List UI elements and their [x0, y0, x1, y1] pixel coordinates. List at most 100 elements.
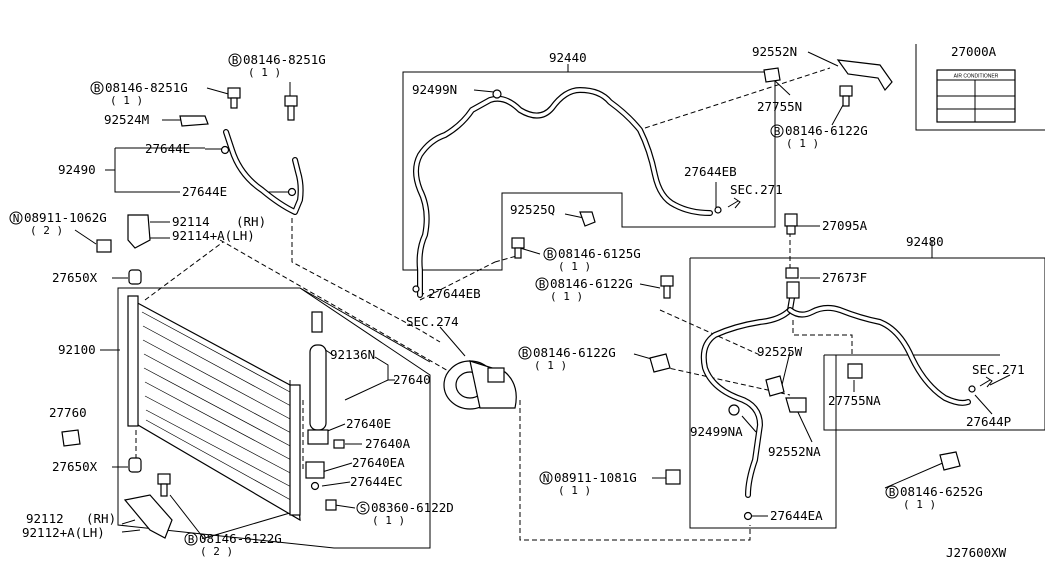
qty-08146-6252G: ( 1 )	[903, 498, 936, 511]
bolt-prefix-icon	[90, 81, 104, 95]
label-92524M: 92524M	[104, 112, 149, 127]
label-92100: 92100	[58, 342, 96, 357]
leader-27640EA	[321, 462, 353, 473]
receiver-tank-27640	[305, 311, 345, 511]
o-ring-27644E-a	[220, 145, 230, 155]
o-ring-27644EB-b	[412, 285, 420, 293]
qty-08146-8251G-b: ( 1 )	[248, 66, 281, 79]
leader-compressor-27644EA	[519, 400, 751, 541]
label-27644E-b: 27644E	[182, 184, 227, 199]
sub-frame	[823, 355, 990, 431]
leader-92490-to-compressor	[291, 218, 441, 343]
leader-27644EC	[321, 481, 351, 487]
label-sec271-b: SEC.271	[972, 362, 1025, 377]
clip-27755N	[763, 67, 781, 83]
frames	[117, 44, 1045, 549]
label-92490: 92490	[58, 162, 96, 177]
compressor	[443, 360, 517, 410]
diagram-id: J27600XW	[946, 545, 1007, 560]
bolt-08146-6122G-d-part	[649, 353, 671, 373]
label-92112A: 92112+A(LH)	[22, 525, 105, 540]
clip-92524M	[179, 115, 209, 127]
svg-text:N: N	[13, 212, 20, 225]
bracket-92114	[127, 214, 151, 249]
leader-27644P	[974, 394, 993, 415]
o-ring-27644P	[968, 385, 976, 393]
leader-6122G-b	[169, 494, 206, 541]
label-27640EA: 27640EA	[352, 455, 405, 470]
bolt-08146-6122G-b-part	[157, 473, 171, 497]
leader-08360	[334, 504, 356, 509]
svg-text:B: B	[889, 486, 896, 499]
label-92114-rh: (RH)	[236, 214, 266, 229]
label-08146-8251G-a: 08146-8251G	[105, 80, 188, 95]
label-27644EA: 27644EA	[770, 508, 823, 523]
leader-08911-1062G	[74, 229, 97, 245]
sec271-b-arrow	[979, 376, 993, 388]
label-08146-6125G: 08146-6125G	[558, 246, 641, 261]
label-27644EC: 27644EC	[350, 474, 403, 489]
o-ring-27644EC	[310, 481, 320, 491]
leader-92114-cond	[144, 241, 224, 301]
svg-text:N: N	[543, 472, 550, 485]
leader-92525W	[781, 351, 791, 386]
svg-text:B: B	[539, 278, 546, 291]
valve-27673F	[785, 267, 799, 279]
bolt-08146-6122G-c-part	[660, 275, 674, 299]
part-labels: 27000A 92440 92552N 27755N 08146-6122G (…	[22, 44, 1025, 560]
leader-92440-compressor	[419, 261, 496, 301]
bracket-92112	[123, 494, 173, 539]
label-92499N: 92499N	[412, 82, 457, 97]
screw-08360-6122D	[325, 499, 337, 511]
hose-92480-frame-left	[689, 258, 837, 529]
leader-92552N	[807, 51, 839, 67]
label-plate-27000A: AIR CONDITIONER	[936, 69, 1016, 123]
label-92136N: 92136N	[330, 347, 375, 362]
svg-text:S: S	[360, 502, 367, 515]
label-27644E-a: 27644E	[145, 141, 190, 156]
leader-92525Q	[494, 254, 521, 263]
bolt-prefix-icon	[184, 532, 198, 546]
leader-6122G-c	[659, 309, 761, 356]
bolt-prefix-icon	[518, 346, 532, 360]
label-92499NA: 92499NA	[690, 424, 743, 439]
label-27760: 27760	[49, 405, 87, 420]
qty-08360-6122D: ( 1 )	[372, 514, 405, 527]
svg-text:B: B	[774, 125, 781, 138]
dashed-leaders	[135, 67, 853, 541]
qty-08911-1062G: ( 2 )	[30, 224, 63, 237]
label-08911-1081G: 08911-1081G	[554, 470, 637, 485]
part-27760	[61, 429, 81, 447]
grommet-27650X-a	[128, 269, 142, 285]
leader-sec271-b	[989, 374, 1011, 386]
svg-text:B: B	[522, 347, 529, 360]
bracket-92490	[114, 148, 180, 193]
condenser-frame-diag	[299, 287, 431, 363]
label-27000A: 27000A	[951, 44, 997, 59]
nut-08911-1081G	[665, 469, 681, 485]
clip-92525Q	[579, 211, 596, 227]
label-27095A: 27095A	[822, 218, 868, 233]
bolt-08146-6122G-a-part	[839, 85, 853, 107]
solid-leaders	[74, 51, 1011, 541]
condenser-92100	[127, 295, 301, 522]
label-08146-6122G-c: 08146-6122G	[550, 276, 633, 291]
valve-27095A	[784, 213, 798, 235]
bolt-prefix-icon	[770, 124, 784, 138]
bolt-prefix-icon	[543, 247, 557, 261]
label-08146-6122G-d: 08146-6122G	[533, 345, 616, 360]
label-92480: 92480	[906, 234, 944, 249]
nut-prefix-icon	[9, 211, 23, 225]
grommet-27650X-b	[128, 457, 142, 473]
label-plate-text: AIR CONDITIONER	[954, 74, 999, 80]
nut-08911-1062G	[96, 239, 112, 253]
hose-92480	[700, 281, 993, 521]
o-ring-27644EA	[743, 511, 753, 521]
label-27640E: 27640E	[346, 416, 391, 431]
label-92114A: 92114+A(LH)	[172, 228, 255, 243]
label-27640A: 27640A	[365, 436, 411, 451]
label-92552N: 92552N	[752, 44, 797, 59]
label-27644P: 27644P	[966, 414, 1011, 429]
clip-27755NA	[847, 363, 863, 379]
